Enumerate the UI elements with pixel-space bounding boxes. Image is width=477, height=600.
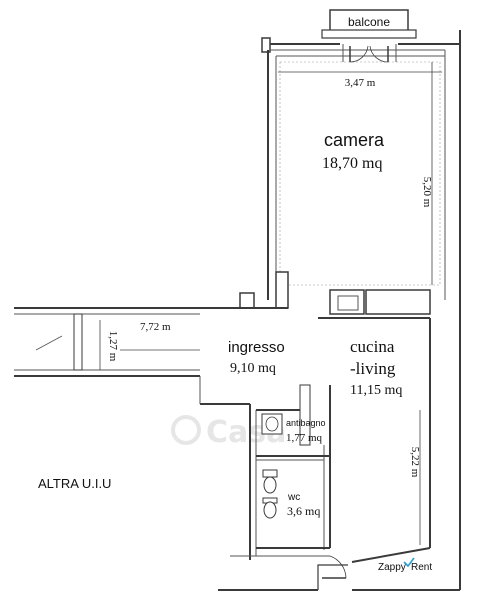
bathroom-block [200,384,331,560]
kitchen-sink-icon [337,295,359,311]
wc-area: 3,6 mq [287,504,320,518]
entrance-frame [317,564,348,590]
sink-icon [261,413,283,435]
toilet-icon [263,476,277,494]
pillar-mid [275,271,289,309]
balcony-door [342,44,397,63]
watermark-logo-icon [171,415,201,445]
entrance [218,547,460,591]
kitchen-unit-2 [365,289,431,315]
door-leaves [349,46,389,62]
cucina-name-line2: -living [350,359,396,378]
middle-wall [14,271,431,548]
brand-right: Rent [411,562,432,573]
camera-inner-trace [279,61,441,286]
door-arc-right [369,45,389,63]
camera-width: 3,47 m [345,77,376,89]
other-unit-label: ALTRA U.I.U [38,476,111,491]
camera-dimensions: 3,47 m 5,20 m [278,62,442,285]
corridor-door-swing [35,335,63,351]
corridor-depth: 1,27 m [107,331,119,362]
entrance-swing [329,555,347,579]
ingresso-area: 9,10 mq [230,361,276,376]
kitchen-bottom-wall [351,547,431,563]
cucina-length: 5,22 m [409,447,421,478]
wc-name: wc [287,492,300,503]
bidet-icon [263,501,277,519]
balcony: balcone [321,9,417,39]
balcony-label: balcone [348,15,390,29]
camera-area: 18,70 mq [322,155,382,172]
antibagno-door-jamb [299,384,311,446]
balcony-slab [321,29,417,39]
ingresso-name: ingresso [228,339,285,356]
pillar-left [239,292,255,309]
brand-check-icon [403,557,415,568]
antibagno-area: 1,77 mq [286,432,323,444]
wall-stub [261,37,271,53]
door-jambs [342,44,397,62]
camera-walls [261,30,461,590]
corridor-width: 7,72 m [140,321,171,333]
cucina-name-line1: cucina [350,337,395,356]
brand-left: Zappy [378,562,406,573]
camera-length: 5,20 m [421,177,433,208]
antibagno-name: antibagno [286,418,326,428]
camera-name: camera [324,130,385,150]
corridor-partition [73,313,83,371]
brand-logo: Zappy Rent [378,557,432,573]
toilet-tank-icon [262,469,278,478]
sink-basin-icon [265,416,279,432]
door-arc-left [349,45,369,63]
left-corridor: 1,27 m 7,72 m [14,313,200,377]
cucina-area: 11,15 mq [350,383,402,398]
